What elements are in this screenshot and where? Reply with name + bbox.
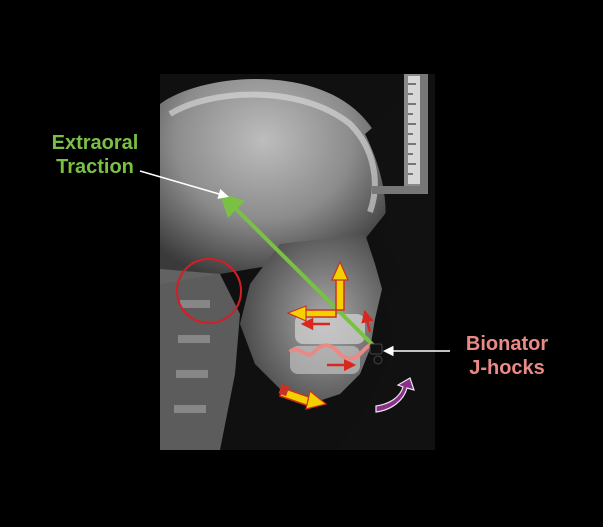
traction-pointer [139, 170, 229, 199]
extraoral-traction-line1: Extraoral [51, 132, 139, 154]
cranial-bone-outline [168, 91, 378, 214]
small-arrow-incisor-up [361, 309, 374, 333]
tmj-circle-icon [176, 258, 242, 324]
extraoral-traction-label: Extraoral Traction [40, 131, 150, 179]
bionator-jhooks-line2: J-hocks [469, 357, 545, 379]
cervical-spine [160, 269, 240, 450]
extraoral-traction-line2: Traction [56, 156, 134, 178]
bionator-jhooks-label: Bionator J-hocks [452, 332, 562, 380]
rotation-arrow-icon [375, 377, 415, 413]
backward-force-arrow [286, 305, 337, 322]
mandible-forward-arrow [278, 383, 328, 410]
bionator-wire [288, 343, 379, 361]
measurement-ruler-icon [372, 74, 428, 194]
skull-vault [160, 79, 391, 284]
j-hook-icon [369, 343, 383, 365]
bionator-jhooks-line1: Bionator [465, 333, 549, 355]
upward-force-arrow [331, 260, 349, 311]
traction-line [219, 192, 380, 352]
